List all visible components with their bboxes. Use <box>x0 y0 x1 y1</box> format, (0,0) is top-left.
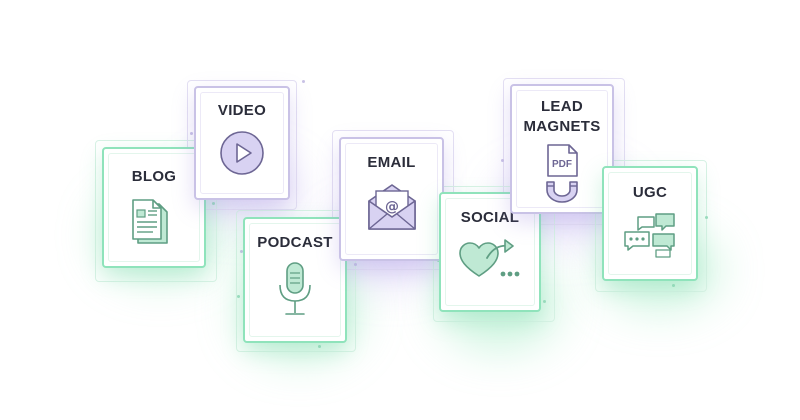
card-email-label: EMAIL <box>367 154 416 171</box>
card-blog-label: BLOG <box>131 168 177 185</box>
card-podcast: PODCAST <box>243 217 347 343</box>
decorative-dot <box>212 202 215 205</box>
card-lead-magnets: LEAD MAGNETS PDF <box>510 84 614 214</box>
decorative-dot <box>237 295 240 298</box>
envelope-icon: @ <box>367 184 416 230</box>
decorative-dot <box>501 159 504 162</box>
microphone-icon <box>279 262 311 315</box>
pdf-magnet-icon: PDF <box>546 144 578 203</box>
decorative-dot <box>318 345 321 348</box>
decorative-dot <box>672 284 675 287</box>
decorative-dot <box>240 250 243 253</box>
card-lead-magnets-label-line2: MAGNETS <box>523 118 601 135</box>
play-icon <box>220 131 264 175</box>
document-icon <box>132 199 168 244</box>
card-lead-magnets-label-line1: LEAD <box>540 98 584 115</box>
decorative-dot <box>354 263 357 266</box>
svg-text:@: @ <box>385 199 399 215</box>
card-video: VIDEO <box>194 86 290 200</box>
card-email: EMAIL @ <box>339 137 444 261</box>
card-social-label: SOCIAL <box>460 209 520 226</box>
decorative-dot <box>543 300 546 303</box>
pdf-text: PDF <box>552 159 572 170</box>
decorative-dot <box>705 216 708 219</box>
heart-share-icon <box>459 239 520 277</box>
card-podcast-label: PODCAST <box>257 234 333 251</box>
decorative-dot <box>302 80 305 83</box>
card-ugc: UGC <box>602 166 698 281</box>
chat-bubbles-icon <box>624 213 675 258</box>
decorative-dot <box>190 132 193 135</box>
card-blog: BLOG <box>102 147 206 268</box>
card-video-label: VIDEO <box>217 102 267 119</box>
card-ugc-label: UGC <box>632 184 668 201</box>
